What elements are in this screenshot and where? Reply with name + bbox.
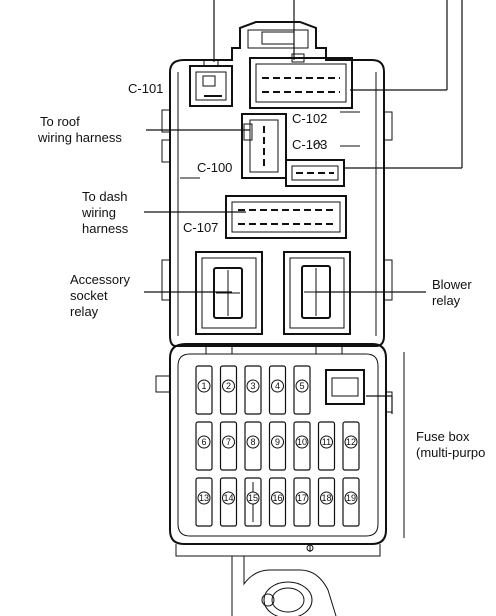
- label-c103: C-103: [292, 137, 327, 152]
- fuse-number-circle: [222, 491, 235, 505]
- connector-c100: [241, 113, 287, 179]
- label-dash-line2: wiring: [81, 205, 116, 220]
- label-dash-line1: To dash: [82, 189, 128, 204]
- fuse-slot: [244, 477, 262, 527]
- label-acc-line2: socket: [70, 288, 108, 303]
- fuse-number-circle: [246, 491, 260, 505]
- label-acc-line3: relay: [70, 304, 99, 319]
- fuse-slot: [293, 365, 311, 415]
- fuse-slot: [219, 365, 238, 415]
- fuse-slot: [195, 421, 213, 471]
- fuse-slot: [268, 477, 287, 527]
- fuse-slot: [342, 477, 360, 527]
- fuse-number-circle: [222, 379, 235, 393]
- fuse-number-13: 13: [199, 493, 209, 503]
- connector-c102: [249, 53, 353, 109]
- fuse-number-11: 11: [322, 437, 331, 447]
- fuse-number-1: 1: [201, 381, 206, 391]
- fuse-number-circle: [197, 491, 211, 505]
- fuse-slot: [342, 421, 360, 471]
- fuse-number-circle: [271, 491, 284, 505]
- top-leader-lines: [213, 0, 463, 169]
- labels: C-101 C-102 C-103 C-100 C-107 To roof wi…: [37, 81, 485, 460]
- fuse-number-circle: [246, 435, 260, 449]
- fuse-number-12: 12: [346, 437, 356, 447]
- label-leader-lines: [144, 129, 426, 538]
- fuse-number-8: 8: [250, 437, 255, 447]
- fuse-number-circle: [295, 435, 309, 449]
- fuse-slot: [219, 477, 238, 527]
- fuse-number-circle: [320, 491, 333, 505]
- fuse-number-18: 18: [321, 493, 331, 503]
- fuse-number-circle: [246, 379, 260, 393]
- fuse-number-circle: [271, 435, 284, 449]
- fuse-number-circle: [271, 379, 284, 393]
- fuse-number-7: 7: [226, 437, 231, 447]
- fuse-slot: [268, 365, 287, 415]
- fuse-number-circle: [197, 379, 211, 393]
- fuse-number-17: 17: [297, 493, 307, 503]
- label-roof-line2: wiring harness: [37, 130, 122, 145]
- fuse-number-16: 16: [272, 493, 282, 503]
- fuse-number-6: 6: [201, 437, 206, 447]
- label-c100: C-100: [197, 160, 232, 175]
- fuse-number-circle: [222, 435, 235, 449]
- fuse-number-circle: [320, 435, 333, 449]
- fuse-slot: [268, 421, 287, 471]
- fuse-slot: [317, 477, 336, 527]
- fuse-number-circle: [295, 491, 309, 505]
- accessory-socket-relay: [195, 251, 263, 335]
- connector-c101: [189, 59, 233, 107]
- label-acc-line1: Accessory: [70, 272, 130, 287]
- fuse-number-3: 3: [250, 381, 255, 391]
- fuse-number-circle: [197, 435, 211, 449]
- fuse-number-14: 14: [223, 493, 233, 503]
- fuse-number-15: 15: [248, 493, 258, 503]
- fuse-number-4: 4: [275, 381, 280, 391]
- fuse-number-circle: [344, 491, 358, 505]
- fuse-slot: [244, 421, 262, 471]
- fuse-number-5: 5: [299, 381, 304, 391]
- fuse-slot: [195, 365, 213, 415]
- fuse-number-2: 2: [226, 381, 231, 391]
- label-c101: C-101: [128, 81, 163, 96]
- connector-c103: [285, 142, 345, 187]
- fuse-slot: [293, 421, 311, 471]
- label-blower-line1: Blower: [432, 277, 472, 292]
- fuse-number-10: 10: [297, 437, 307, 447]
- fuse-slot: [195, 477, 213, 527]
- fuse-number-circle: [295, 379, 309, 393]
- fuse-box: [155, 343, 393, 616]
- fuse-slot: [219, 421, 238, 471]
- fuse-number-circle: [344, 435, 358, 449]
- fuse-slot: [244, 365, 262, 415]
- fuse-slot: [293, 477, 311, 527]
- label-fuse-line1: Fuse box: [416, 429, 470, 444]
- blower-relay: [283, 251, 351, 335]
- fuse-number-19: 19: [346, 493, 356, 503]
- label-roof-line1: To roof: [40, 114, 80, 129]
- label-fuse-line2: (multi-purpo: [416, 445, 485, 460]
- label-c102: C-102: [292, 111, 327, 126]
- label-blower-line2: relay: [432, 293, 461, 308]
- fuse-number-9: 9: [275, 437, 280, 447]
- label-c107: C-107: [183, 220, 218, 235]
- fuse-slot: [317, 421, 336, 471]
- connector-c107: [225, 195, 347, 239]
- label-dash-line3: harness: [82, 221, 129, 236]
